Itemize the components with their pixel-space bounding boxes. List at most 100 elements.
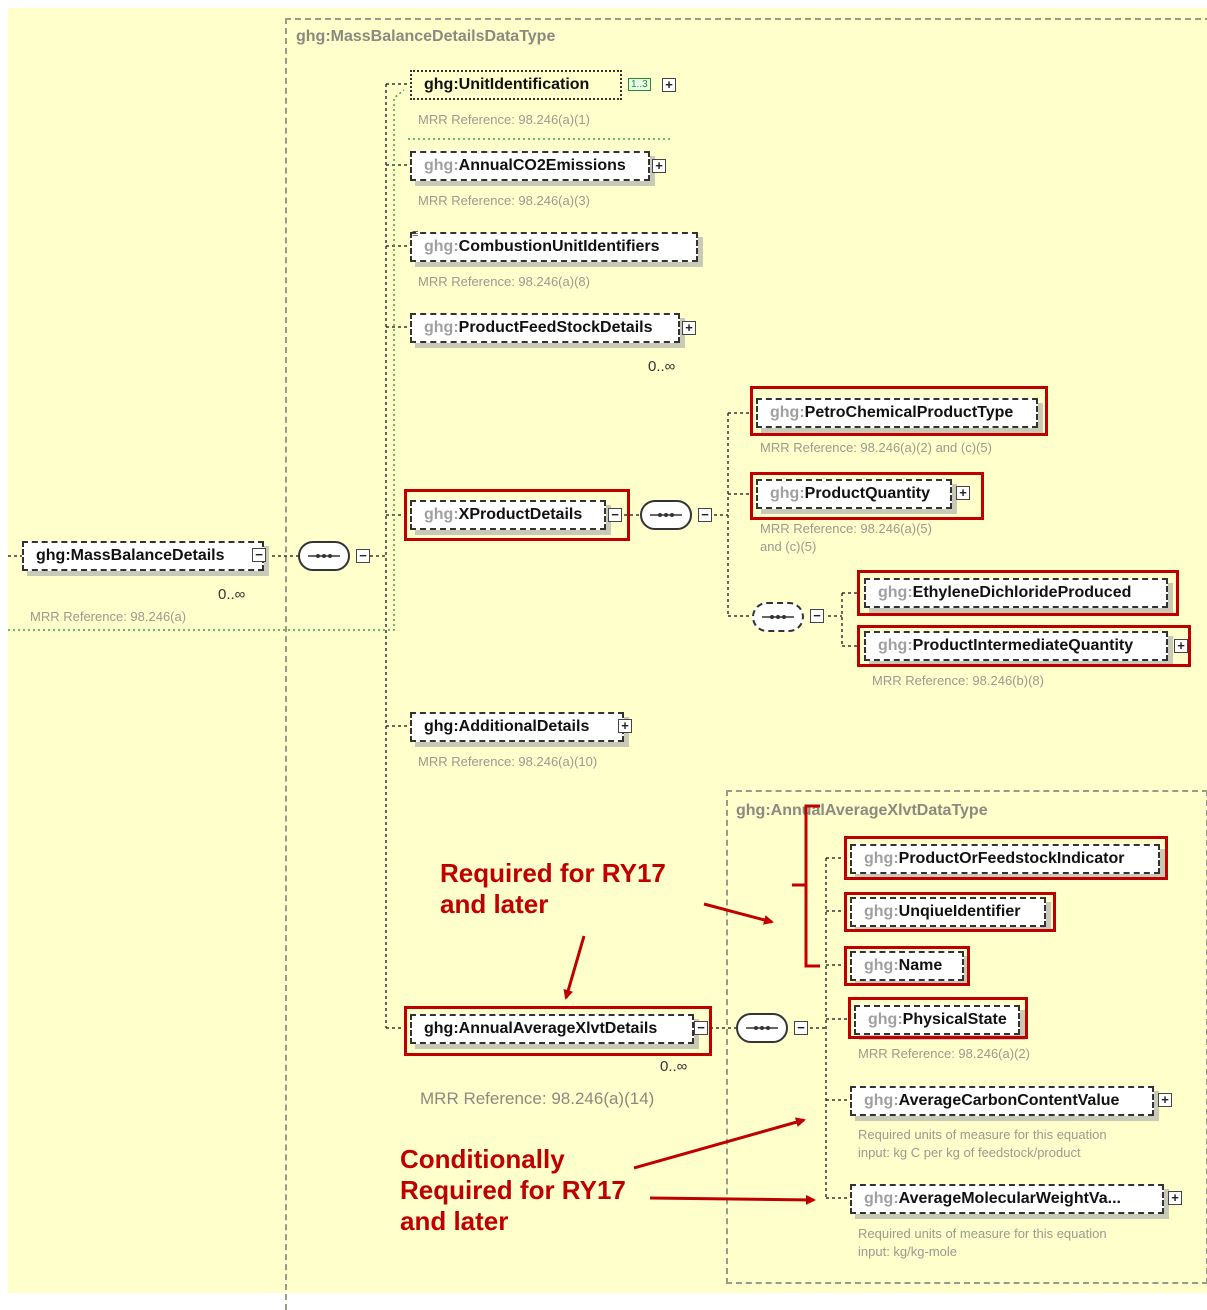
averagemolecularweight-prefix: ghg: [864, 1190, 899, 1207]
element-productintermediatequantity[interactable]: ghg:ProductIntermediateQuantity [864, 631, 1168, 661]
annualco2emissions-name: AnnualCO2Emissions [458, 157, 626, 174]
schema-diagram-canvas: ghg:MassBalanceDetailsDataType ghg:Annua… [8, 8, 1207, 1310]
averagemolecularweight-expand-icon[interactable]: + [1168, 1191, 1182, 1205]
annualaveragexlvtdetails-reference: MRR Reference: 98.246(a)(14) [420, 1089, 655, 1108]
outer-datatype-label: ghg:MassBalanceDetailsDataType [296, 28, 556, 45]
xproductdetails-collapse-icon[interactable]: − [608, 508, 622, 522]
element-productquantity[interactable]: ghg:ProductQuantity [756, 479, 952, 509]
unqiueidentifier-name: UnqiueIdentifier [898, 903, 1021, 920]
productintermediatequantity-expand-icon[interactable]: + [1174, 639, 1188, 653]
highlight-ethylenedichlorideproduced [857, 570, 1179, 616]
element-name[interactable]: ghg:Name [850, 951, 964, 981]
additionaldetails-reference: MRR Reference: 98.246(a)(10) [418, 754, 598, 769]
outer-datatype-box [285, 18, 1207, 1310]
unitidentification-prefix: ghg: [424, 76, 459, 93]
additionaldetails-expand-icon[interactable]: + [618, 719, 632, 733]
averagecarboncontentvalue-note-2: input: kg C per kg of feedstock/product [858, 1145, 1081, 1160]
highlight-petrochemicalproducttype [750, 386, 1048, 436]
petrochemicalproducttype-name: PetroChemicalProductType [804, 404, 1014, 421]
annotation-conditionally-required-ry17: Conditionally Required for RY17 and late… [400, 1144, 626, 1236]
highlight-productintermediatequantity [857, 625, 1191, 667]
productintermediatequantity-reference: MRR Reference: 98.246(b)(8) [872, 673, 1044, 688]
productquantity-prefix: ghg: [770, 485, 805, 502]
name-name: Name [898, 957, 943, 974]
productfeedstockdetails-cardinality: 0..∞ [648, 358, 676, 375]
xproductdetails-prefix: ghg: [424, 506, 459, 523]
combustionunitidentifiers-reference: MRR Reference: 98.246(a)(8) [418, 274, 590, 289]
element-xproductdetails[interactable]: ghg:XProductDetails [410, 500, 606, 530]
unitidentification-name: UnitIdentification [458, 76, 590, 93]
root-name: MassBalanceDetails [70, 547, 225, 564]
physicalstate-reference: MRR Reference: 98.246(a)(2) [858, 1046, 1030, 1061]
annualco2emissions-reference: MRR Reference: 98.246(a)(3) [418, 193, 590, 208]
element-annualaveragexlvtdetails[interactable]: ghg:AnnualAverageXlvtDetails [410, 1014, 694, 1044]
highlight-xproductdetails [404, 489, 630, 541]
physicalstate-name: PhysicalState [902, 1011, 1007, 1028]
root-sequence-collapse-icon[interactable]: − [356, 549, 370, 563]
annotation-required-ry17: Required for RY17 and later [440, 858, 666, 919]
element-averagemolecularweightvalue[interactable]: ghg:AverageMolecularWeightVa... [850, 1184, 1164, 1214]
unqiueidentifier-prefix: ghg: [864, 903, 899, 920]
productquantity-name: ProductQuantity [804, 485, 930, 502]
name-prefix: ghg: [864, 957, 899, 974]
productfeedstockdetails-expand-icon[interactable]: + [682, 321, 696, 335]
unitidentification-expand-icon[interactable]: + [662, 78, 676, 92]
annualaveragexlvtdetails-name: AnnualAverageXlvtDetails [458, 1020, 658, 1037]
highlight-annualaveragexlvtdetails [404, 1006, 712, 1056]
xproduct-sequence-icon [640, 500, 692, 530]
combustionunitidentifiers-name: CombustionUnitIdentifiers [458, 238, 660, 255]
element-productorfeedstockindicator[interactable]: ghg:ProductOrFeedstockIndicator [850, 844, 1160, 874]
root-collapse-icon[interactable]: − [252, 548, 266, 562]
annualaveragexlvtdetails-cardinality: 0..∞ [660, 1058, 688, 1075]
element-physicalstate[interactable]: ghg:PhysicalState [854, 1005, 1020, 1035]
productintermediatequantity-name: ProductIntermediateQuantity [912, 637, 1134, 654]
element-combustionunitidentifiers[interactable]: ghg:CombustionUnitIdentifiers [410, 232, 698, 262]
xproduct-sequence-collapse-icon[interactable]: − [698, 508, 712, 522]
optional-sequence-icon [752, 602, 804, 632]
annualaveragexlvtdetails-prefix: ghg: [424, 1020, 459, 1037]
averagemolecularweight-name: AverageMolecularWeightVa... [898, 1190, 1121, 1207]
annualco2emissions-expand-icon[interactable]: + [652, 159, 666, 173]
highlight-name [844, 946, 970, 986]
ethylenedichlorideproduced-name: EthyleneDichlorideProduced [912, 584, 1132, 601]
element-petrochemicalproducttype[interactable]: ghg:PetroChemicalProductType [756, 398, 1038, 428]
averagecarboncontentvalue-note-1: Required units of measure for this equat… [858, 1127, 1107, 1142]
element-productfeedstockdetails[interactable]: ghg:ProductFeedStockDetails [410, 313, 680, 343]
optional-sequence-collapse-icon[interactable]: − [810, 609, 824, 623]
productfeedstockdetails-name: ProductFeedStockDetails [458, 319, 653, 336]
element-type-icon: ≡ [412, 228, 419, 240]
xproductdetails-name: XProductDetails [458, 506, 583, 523]
averagemolecularweight-note-2: input: kg/kg-mole [858, 1244, 957, 1259]
productorfeedstockindicator-name: ProductOrFeedstockIndicator [898, 850, 1125, 867]
productquantity-expand-icon[interactable]: + [956, 486, 970, 500]
element-averagecarboncontentvalue[interactable]: ghg:AverageCarbonContentValue [850, 1086, 1154, 1116]
petrochemicalproducttype-reference: MRR Reference: 98.246(a)(2) and (c)(5) [760, 440, 992, 455]
productquantity-reference: MRR Reference: 98.246(a)(5) [760, 521, 932, 536]
element-unqiueidentifier[interactable]: ghg:UnqiueIdentifier [850, 897, 1046, 927]
productfeedstockdetails-prefix: ghg: [424, 319, 459, 336]
combustionunitidentifiers-prefix: ghg: [424, 238, 459, 255]
element-additionaldetails[interactable]: ghg:AdditionalDetails [410, 712, 624, 742]
element-unitidentification[interactable]: ghg:UnitIdentification [410, 70, 622, 100]
annualaveragexlvtdetails-collapse-icon[interactable]: − [694, 1021, 708, 1035]
root-cardinality: 0..∞ [218, 586, 246, 603]
averagemolecularweight-note-1: Required units of measure for this equat… [858, 1226, 1107, 1241]
root-reference: MRR Reference: 98.246(a) [30, 609, 187, 624]
additionaldetails-name: AdditionalDetails [458, 718, 590, 735]
ethylenedichlorideproduced-prefix: ghg: [878, 584, 913, 601]
unitidentification-badge: 1..3 [628, 78, 651, 91]
element-annualco2emissions[interactable]: ghg:AnnualCO2Emissions [410, 151, 650, 181]
element-ethylenedichlorideproduced[interactable]: ghg:EthyleneDichlorideProduced [864, 578, 1168, 608]
averagecarboncontentvalue-prefix: ghg: [864, 1092, 899, 1109]
productorfeedstockindicator-prefix: ghg: [864, 850, 899, 867]
additionaldetails-prefix: ghg: [424, 718, 459, 735]
xlvt-sequence-icon [736, 1013, 788, 1043]
highlight-productquantity [750, 472, 984, 520]
xlvt-sequence-collapse-icon[interactable]: − [794, 1021, 808, 1035]
averagecarboncontentvalue-expand-icon[interactable]: + [1158, 1093, 1172, 1107]
highlight-productorfeedstockindicator [844, 836, 1168, 880]
root-element-massbalancedetails[interactable]: ghg:MassBalanceDetails [22, 541, 264, 571]
highlight-unqiueidentifier [844, 892, 1056, 932]
averagecarboncontentvalue-name: AverageCarbonContentValue [898, 1092, 1120, 1109]
annualco2emissions-prefix: ghg: [424, 157, 459, 174]
